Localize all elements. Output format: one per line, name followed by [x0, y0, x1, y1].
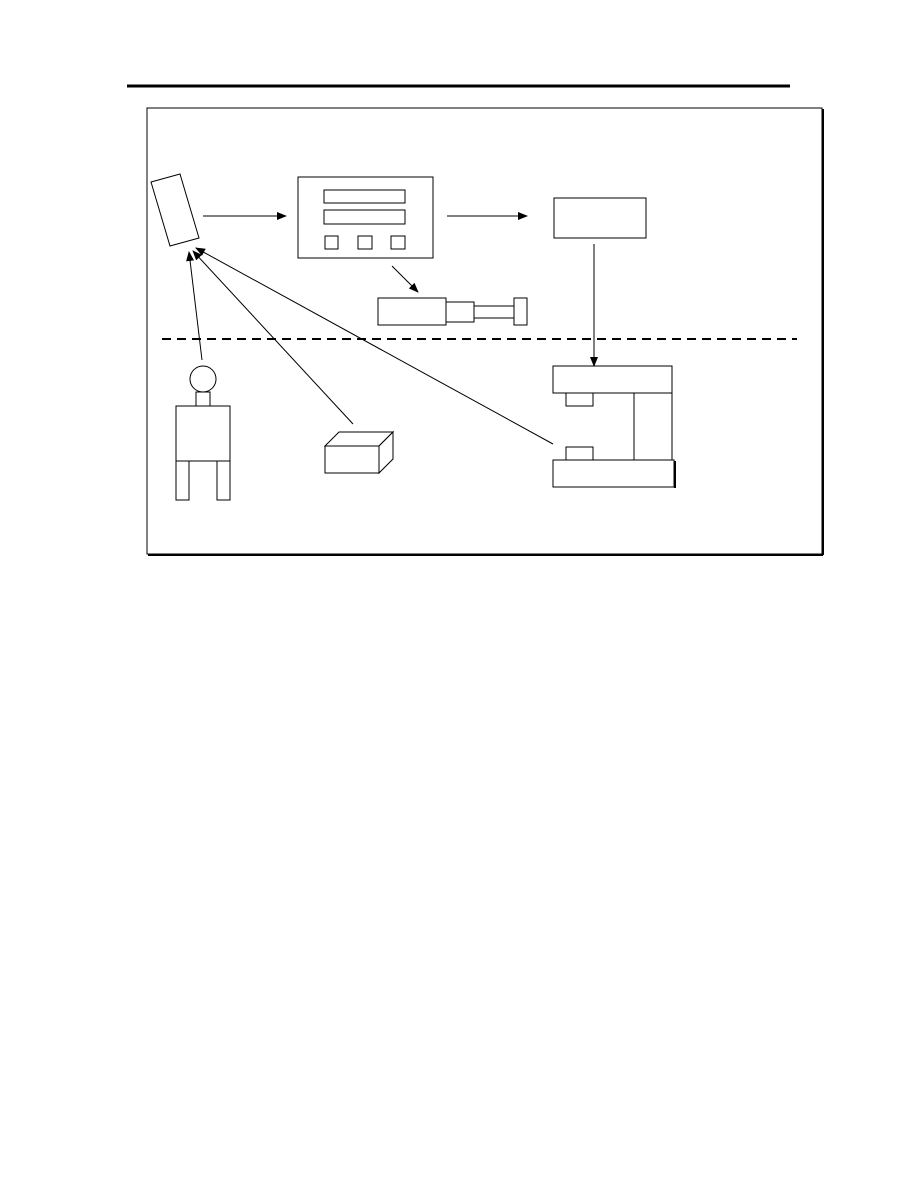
box-3d-icon	[323, 430, 395, 475]
cylinder-actuator-icon	[377, 297, 528, 326]
panel-button-1	[324, 235, 339, 250]
panel-button-3	[390, 235, 406, 250]
connections	[186, 212, 598, 445]
press-machine-icon	[552, 365, 676, 488]
arrow-operator-to-sensor	[186, 251, 203, 361]
arrow-machine-to-sensor	[195, 247, 554, 445]
panel-field-2	[323, 209, 406, 225]
person-figure-icon	[175, 365, 231, 501]
arrow-controller-to-actuator	[391, 265, 419, 293]
diagram-frame	[146, 107, 824, 556]
panel-button-2	[357, 235, 373, 250]
tilted-sensor-icon	[150, 173, 200, 247]
arrow-workpiece-to-sensor	[192, 250, 354, 425]
panel-field-1	[323, 189, 406, 204]
control-panel-icon	[297, 176, 434, 259]
rectangle-box-icon	[553, 197, 647, 239]
